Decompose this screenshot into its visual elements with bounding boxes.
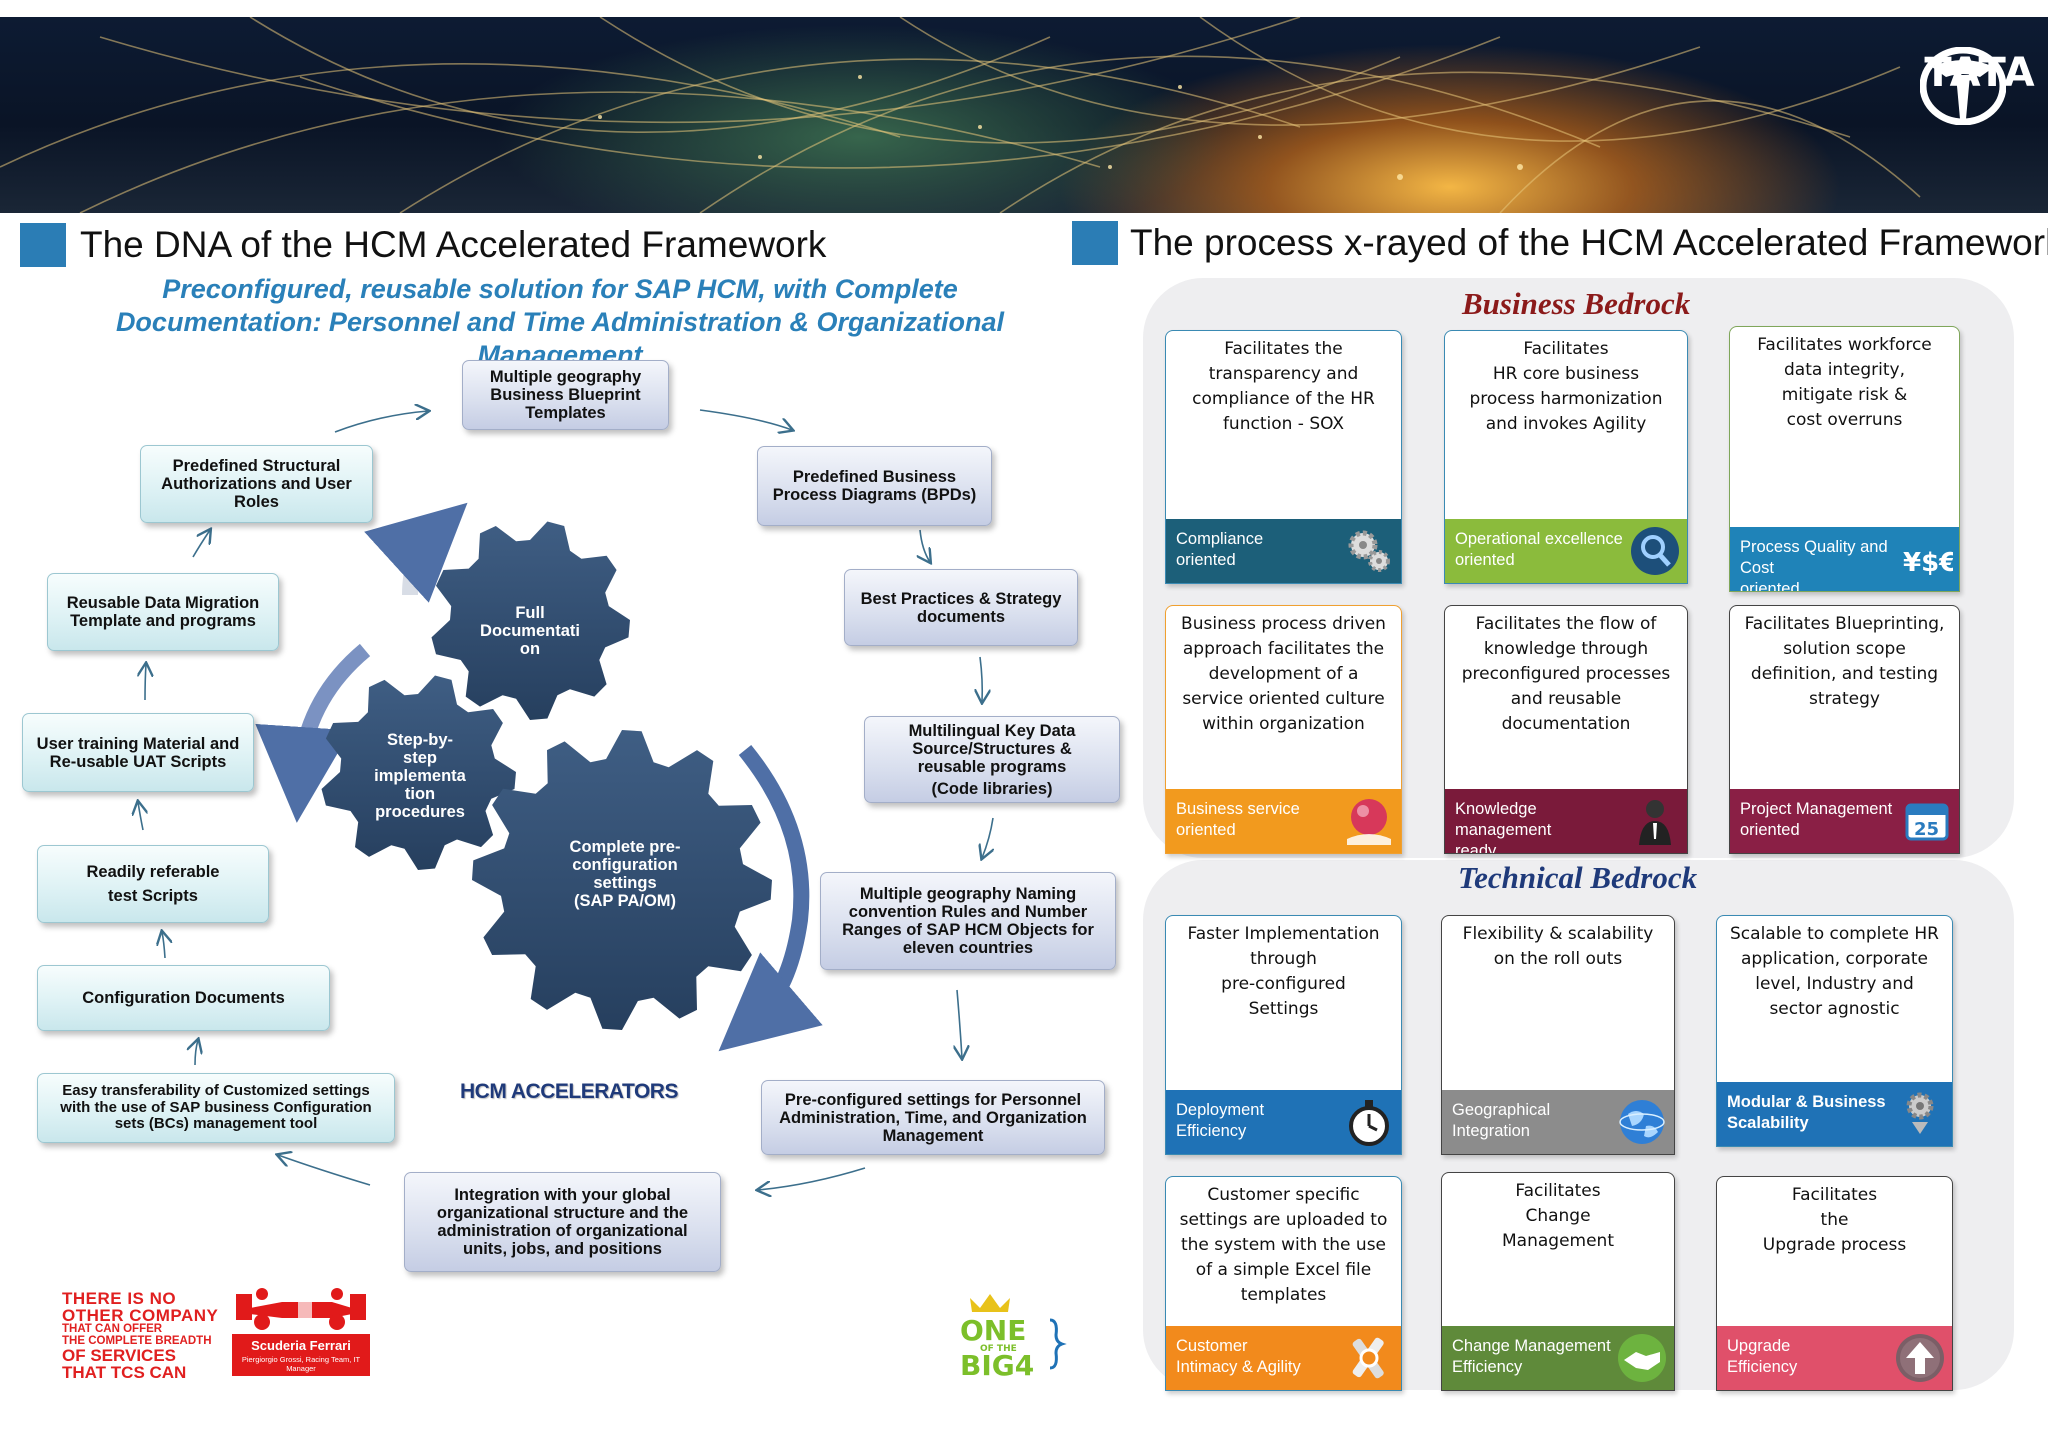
tcs-claim-text: THERE IS NO OTHER COMPANY THAT CAN OFFER… — [62, 1289, 219, 1382]
cycle-arrow — [192, 530, 210, 558]
gear-complete-preconfiguration — [472, 730, 772, 1030]
cycle-arrow — [278, 1155, 371, 1186]
gear-label-complete-preconfiguration: Complete pre- configuration settings (SA… — [569, 838, 681, 910]
gear-label-step-by-step: Step-by- step implementa tion procedures — [374, 731, 466, 821]
left-section-marker — [20, 223, 66, 267]
ferrari-badge: Scuderia Ferrari Piergiorgio Grossi, Rac… — [232, 1288, 370, 1376]
gear-label-full-documentation: Full Documentati on — [480, 604, 580, 658]
crown-icon — [970, 1294, 1010, 1312]
svg-text:OF THE: OF THE — [980, 1344, 1017, 1354]
big-curved-arrow — [364, 502, 468, 603]
currency-icon: ¥$€ — [1901, 533, 1957, 585]
svg-text:BIG4: BIG4 — [960, 1349, 1034, 1380]
gear-arrow-icon — [1894, 1088, 1946, 1140]
tata-logo: TATA — [1920, 47, 2040, 177]
cycle-arrow — [162, 932, 165, 959]
cycle-arrow — [145, 664, 146, 701]
businessman-icon — [1629, 795, 1681, 847]
big-curved-arrow — [718, 744, 823, 1052]
cycle-arrow — [334, 411, 428, 433]
right-section-marker — [1072, 221, 1118, 265]
handshake-icon — [1616, 1332, 1668, 1384]
cycle-arrow — [758, 1167, 866, 1190]
up-arrow-icon — [1894, 1332, 1946, 1384]
cycle-arrow — [982, 817, 993, 858]
cycle-arrow — [980, 656, 982, 702]
technical-bedrock-title: Technical Bedrock — [1458, 860, 1698, 895]
globe-hand-icon — [1343, 795, 1395, 847]
hcm-accelerators-label: HCM ACCELERATORS — [460, 1080, 678, 1103]
globe-icon — [1616, 1096, 1668, 1148]
cycle-arrow — [699, 409, 792, 430]
cycle-box-transferability: Easy transferability of Customized setti… — [37, 1073, 395, 1143]
cycle-arrow — [920, 529, 930, 562]
header-banner: TATA — [0, 17, 2048, 213]
ferrari-plate: Scuderia Ferrari Piergiorgio Grossi, Rac… — [232, 1334, 370, 1376]
gear-step-by-step — [321, 675, 516, 870]
svg-text:25: 25 — [1914, 819, 1939, 840]
gears-icon — [1343, 525, 1395, 577]
tata-emblem-icon — [1920, 47, 2006, 125]
calendar-icon: 25 — [1901, 795, 1953, 847]
one-of-the-big4-logo: ONE OF THE BIG4 — [958, 1290, 1068, 1382]
world-network-image — [0, 17, 1921, 213]
svg-text:¥$€: ¥$€ — [1903, 548, 1953, 578]
business-bedrock-title: Business Bedrock — [1462, 286, 1691, 321]
cycle-box-configuration-documents: Configuration Documents — [37, 965, 330, 1031]
cycle-arrow — [195, 1040, 198, 1066]
right-section-title: The process x-rayed of the HCM Accelerat… — [1130, 222, 2048, 263]
magnifier-icon — [1629, 525, 1681, 577]
cycle-arrow — [138, 802, 143, 831]
gear-full-documentation — [431, 521, 630, 720]
cycle-diagram — [0, 0, 1120, 1447]
svg-text:ONE: ONE — [960, 1314, 1026, 1347]
big-curved-arrow — [255, 643, 371, 823]
cycle-arrow — [957, 989, 962, 1058]
racing-car-icon — [236, 1288, 366, 1330]
left-section-title: The DNA of the HCM Accelerated Framework — [80, 224, 827, 265]
tools-icon — [1343, 1332, 1395, 1384]
stopwatch-icon — [1343, 1096, 1395, 1148]
